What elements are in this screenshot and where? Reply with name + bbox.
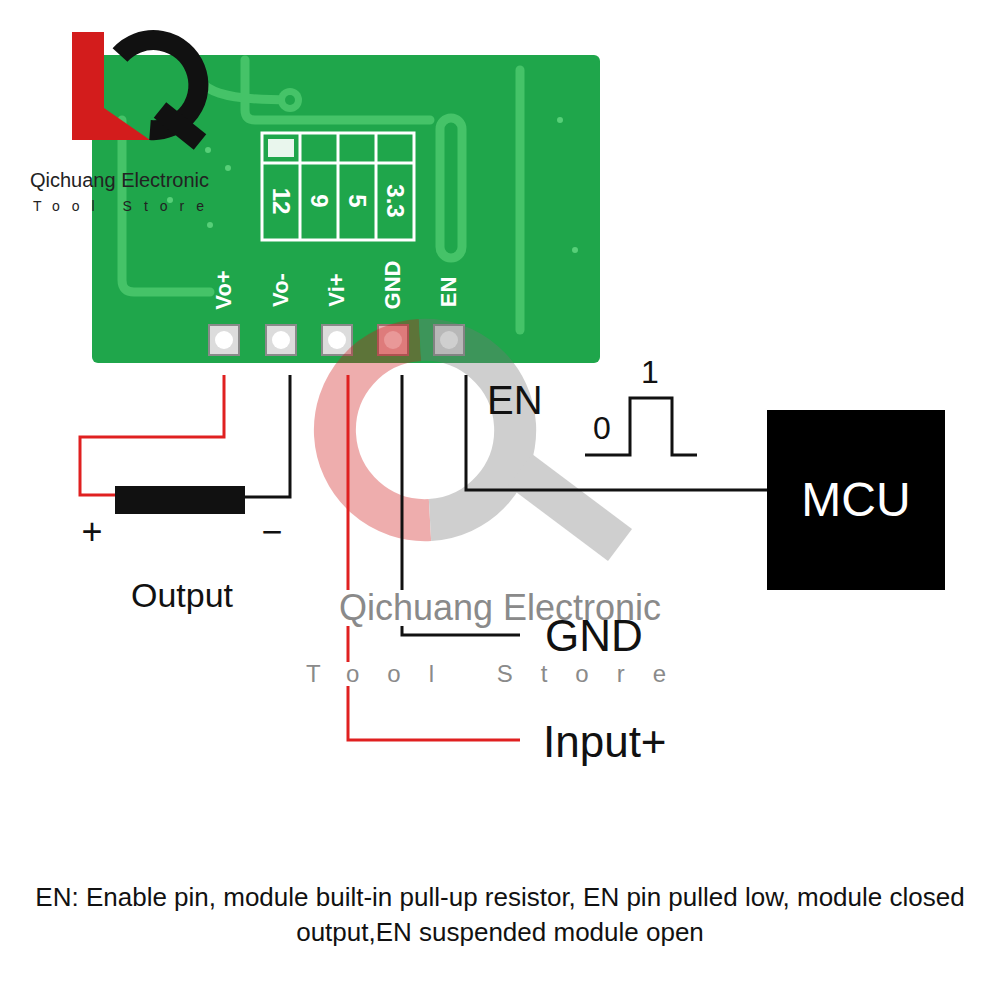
watermark: Tool Store	[302, 662, 698, 686]
solder-bridge	[268, 139, 294, 157]
store-logo	[72, 32, 200, 142]
logic-level: 0	[593, 412, 611, 444]
pin-name: GND	[382, 261, 404, 310]
pulse-symbol	[585, 398, 697, 455]
signal-name: Input+	[543, 720, 667, 764]
pcb-vias	[167, 117, 578, 253]
store-subtitle: Tool Store	[33, 199, 216, 213]
caption: EN: Enable pin, module built-in pull-up …	[10, 880, 990, 950]
output-label: Output	[131, 578, 233, 612]
pcb-via	[285, 95, 295, 105]
pin-name: Vi+	[326, 273, 348, 306]
polarity-mark: −	[261, 514, 282, 550]
pcb-pad	[278, 88, 302, 112]
signal-name: EN	[487, 380, 543, 420]
signal-name: GND	[545, 614, 643, 658]
output-plus-wire	[80, 375, 224, 495]
voltage-option: 3.3	[383, 184, 407, 217]
en-wire	[466, 375, 767, 490]
mcu-box: MCU	[767, 410, 945, 590]
voltage-option: 9	[307, 194, 331, 207]
voltage-select-table	[262, 133, 414, 240]
pin-name: Vo-	[270, 273, 292, 307]
voltage-option: 5	[345, 194, 369, 207]
watermark-logo	[335, 340, 620, 545]
pin-name: EN	[438, 277, 460, 308]
store-name: Qichuang Electronic	[30, 170, 209, 190]
pin-name: Vo+	[213, 270, 235, 309]
polarity-mark: +	[81, 514, 102, 550]
voltage-option: 12	[269, 188, 293, 215]
load-symbol	[115, 486, 245, 514]
output-minus-wire	[245, 375, 290, 497]
pcb-traces	[122, 60, 520, 330]
logic-level: 1	[641, 356, 659, 388]
node-text: MCU	[801, 474, 910, 527]
